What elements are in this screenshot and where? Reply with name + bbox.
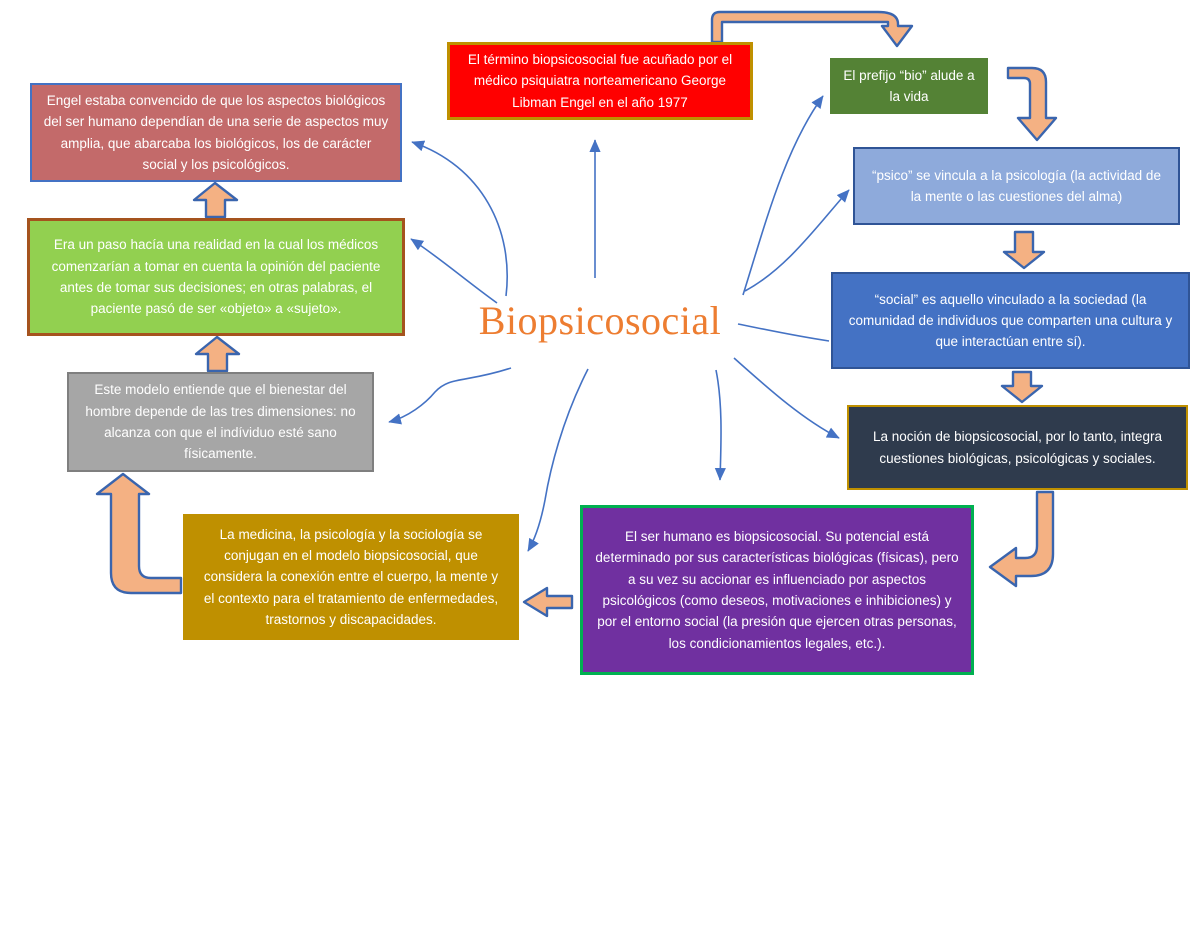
- node-nocion-text: La noción de biopsicosocial, por lo tant…: [873, 429, 1162, 466]
- node-nocion-integra: La noción de biopsicosocial, por lo tant…: [847, 405, 1188, 490]
- node-modelo-bienestar: Este modelo entiende que el bienestar de…: [67, 372, 374, 472]
- node-paso-realidad: Era un paso hacía una realidad en la cua…: [27, 218, 405, 336]
- node-ser-humano-biopsicosocial: El ser humano es biopsicosocial. Su pote…: [580, 505, 974, 675]
- node-medicina-psicologia-sociologia: La medicina, la psicología y la sociolog…: [183, 514, 519, 640]
- node-paso-text: Era un paso hacía una realidad en la cua…: [51, 237, 381, 317]
- connector-center-to-bio: [742, 95, 824, 296]
- node-serhumano-text: El ser humano es biopsicosocial. Su pote…: [595, 529, 959, 651]
- arrow-psico-to-social: [1002, 230, 1046, 270]
- arrow-medicina-to-modelo: [95, 472, 183, 595]
- node-psico-psicologia: “psico” se vincula a la psicología (la a…: [853, 147, 1180, 225]
- arrow-nocion-to-serhumano: [988, 490, 1055, 588]
- node-social-sociedad: “social” es aquello vinculado a la socie…: [831, 272, 1190, 369]
- node-medicina-text: La medicina, la psicología y la sociolog…: [203, 526, 499, 627]
- connector-center-to-serhumano: [714, 369, 726, 481]
- node-psico-text: “psico” se vincula a la psicología (la a…: [872, 167, 1161, 204]
- node-engel-convencido: Engel estaba convencido de que los aspec…: [30, 83, 402, 182]
- node-termino-acunado: El término biopsicosocial fue acuñado po…: [447, 42, 753, 120]
- connector-center-to-medicina: [527, 368, 589, 552]
- node-modelo-text: Este modelo entiende que el bienestar de…: [85, 382, 356, 462]
- node-termino-text: El término biopsicosocial fue acuñado po…: [467, 52, 733, 110]
- connector-center-to-nocion: [733, 357, 840, 439]
- arrow-serhumano-to-medicina: [522, 586, 574, 618]
- node-social-text: “social” es aquello vinculado a la socie…: [848, 291, 1173, 350]
- arrow-modelo-to-paso: [194, 335, 241, 373]
- arrow-termino-to-bio: [710, 10, 914, 48]
- node-engel-text: Engel estaba convencido de que los aspec…: [43, 92, 389, 172]
- connector-center-to-social: [737, 323, 830, 342]
- central-topic: Biopsicosocial: [478, 297, 722, 343]
- node-bio-text: El prefijo “bio” alude a la vida: [843, 67, 975, 104]
- arrow-social-to-nocion: [1000, 370, 1044, 404]
- arrow-paso-to-engel: [192, 181, 239, 219]
- arrow-bio-to-psico: [1006, 66, 1058, 142]
- connector-center-to-engel: [411, 140, 508, 297]
- node-prefijo-bio: El prefijo “bio” alude a la vida: [830, 58, 988, 114]
- connector-center-to-modelo: [388, 367, 512, 425]
